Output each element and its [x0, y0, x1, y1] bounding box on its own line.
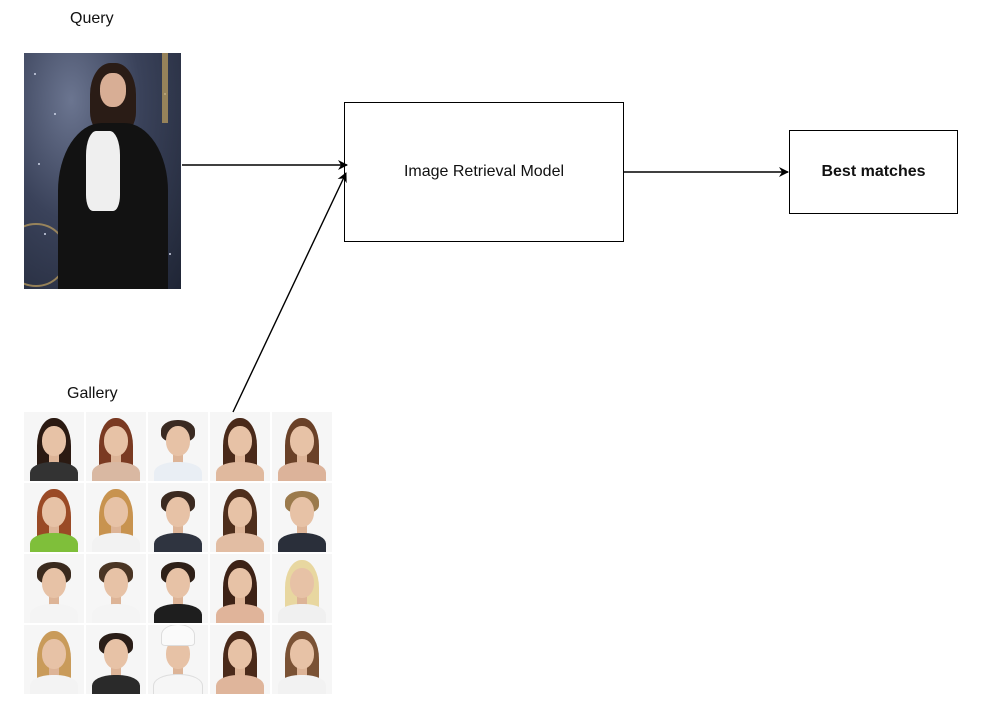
gallery-face [210, 412, 270, 481]
gallery-face [86, 483, 146, 552]
gallery-face [148, 625, 208, 694]
best-matches-label: Best matches [821, 163, 926, 180]
gallery-label: Gallery [67, 385, 118, 402]
gallery-face [86, 554, 146, 623]
gallery-face [24, 625, 84, 694]
best-matches-box: Best matches [789, 130, 958, 214]
gallery-face [272, 483, 332, 552]
gallery-face [210, 625, 270, 694]
gallery-face [272, 625, 332, 694]
gallery-face [272, 412, 332, 481]
gallery-face [210, 483, 270, 552]
gallery-face [272, 554, 332, 623]
gallery-face [210, 554, 270, 623]
query-label: Query [70, 10, 114, 27]
gallery-face [86, 625, 146, 694]
gallery-face [24, 554, 84, 623]
gallery-face [148, 554, 208, 623]
gallery-face [86, 412, 146, 481]
query-image [24, 53, 181, 289]
gallery-face [24, 412, 84, 481]
gallery-face [24, 483, 84, 552]
gallery-face [148, 483, 208, 552]
model-label: Image Retrieval Model [403, 163, 565, 180]
gallery-face [148, 412, 208, 481]
gallery-to-model-arrow [232, 172, 347, 413]
gallery-grid [24, 412, 332, 694]
image-retrieval-model-box: Image Retrieval Model [344, 102, 624, 242]
